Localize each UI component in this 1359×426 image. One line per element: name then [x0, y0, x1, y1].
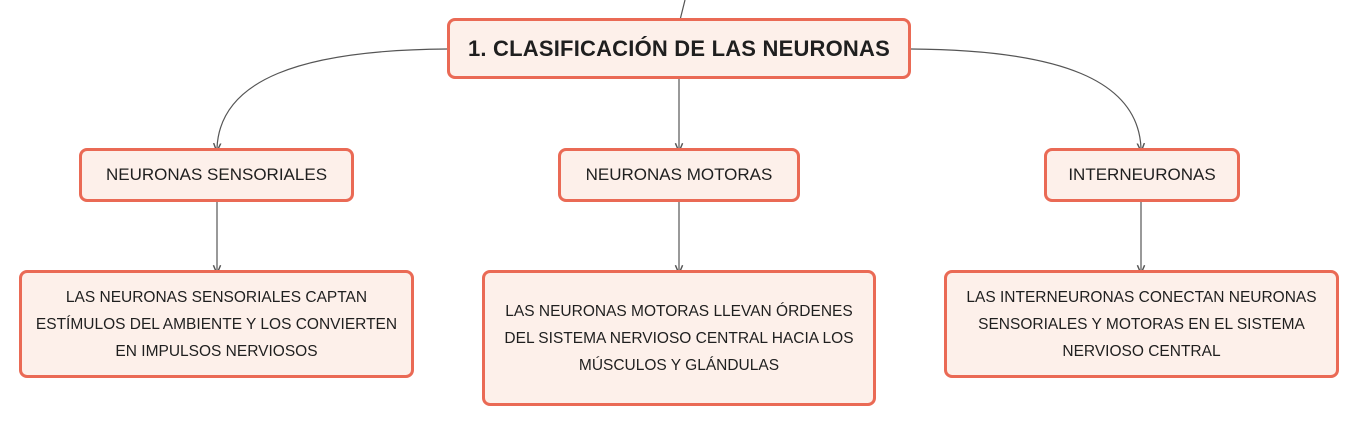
topic-interneuronas[interactable]: INTERNEURONAS	[1044, 148, 1240, 202]
subtopic-sensoriales-description[interactable]: LAS NEURONAS SENSORIALES CAPTAN ESTÍMULO…	[19, 270, 414, 378]
connector-root-to-interneuronas	[910, 48, 1141, 148]
connector-parent-to-root	[679, 0, 686, 21]
subtopic-text: LAS INTERNEURONAS CONECTAN NEURONAS SENS…	[966, 288, 1317, 360]
connector-root-to-sensoriales	[217, 48, 448, 148]
subtopic-text: LAS NEURONAS SENSORIALES CAPTAN ESTÍMULO…	[35, 288, 398, 360]
subtopic-interneuronas-description[interactable]: LAS INTERNEURONAS CONECTAN NEURONAS SENS…	[944, 270, 1339, 378]
topic-neuronas-sensoriales[interactable]: NEURONAS SENSORIALES	[79, 148, 354, 202]
root-topic-label: 1. CLASIFICACIÓN DE LAS NEURONAS	[468, 35, 890, 61]
root-topic[interactable]: 1. CLASIFICACIÓN DE LAS NEURONAS	[447, 18, 911, 79]
topic-label: INTERNEURONAS	[1068, 165, 1216, 184]
topic-neuronas-motoras[interactable]: NEURONAS MOTORAS	[558, 148, 800, 202]
subtopic-text: LAS NEURONAS MOTORAS LLEVAN ÓRDENES DEL …	[504, 302, 854, 374]
topic-label: NEURONAS SENSORIALES	[105, 165, 328, 184]
subtopic-motoras-description[interactable]: LAS NEURONAS MOTORAS LLEVAN ÓRDENES DEL …	[482, 270, 876, 406]
topic-label: NEURONAS MOTORAS	[585, 165, 773, 184]
